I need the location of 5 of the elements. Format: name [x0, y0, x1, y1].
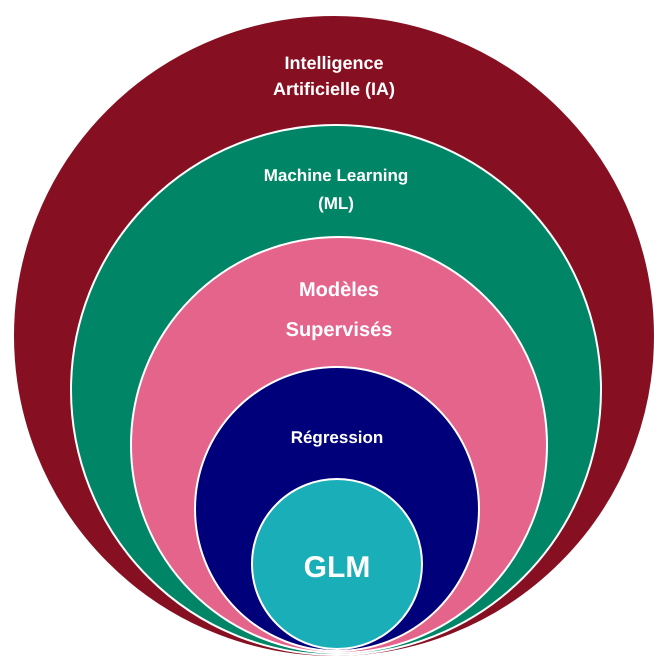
circle-label: GLM — [302, 550, 372, 586]
circle-label: Régression — [290, 427, 384, 449]
circle-label: Modèles Supervisés — [284, 278, 394, 343]
circle-label: Intelligence Artificielle (IA) — [272, 52, 396, 101]
circle-label: Machine Learning (ML) — [262, 165, 410, 215]
